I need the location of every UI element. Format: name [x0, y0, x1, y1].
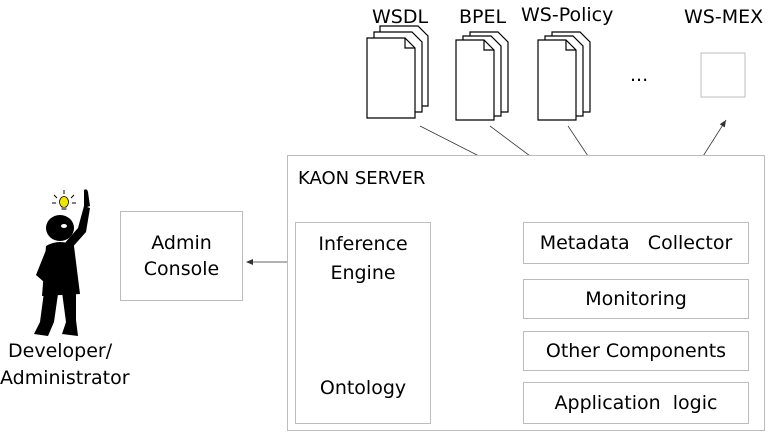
ws-mex-box: [700, 52, 746, 98]
ws-mex-label: WS-MEX: [684, 6, 764, 28]
bpel-label: BPEL: [459, 6, 507, 28]
inference-engine-label-line2: Engine: [330, 262, 396, 284]
ellipsis-label: ...: [630, 64, 649, 86]
developer-figure-icon: [34, 189, 90, 336]
monitoring-box: [523, 279, 749, 319]
administrator-label: Administrator: [0, 367, 130, 389]
metadata-collector-label: Metadata Collector: [539, 232, 733, 254]
wsdl-document-icon: [366, 25, 429, 119]
metadata-collector-box: [523, 222, 749, 264]
ontology-label: Ontology: [319, 377, 407, 399]
inference-engine-label-line1: Inference: [318, 233, 408, 255]
wsdl-label: WSDL: [372, 6, 429, 28]
admin-console-label-line2: Console: [143, 258, 220, 280]
developer-label: Developer/: [8, 340, 113, 362]
ws-policy-document-icon: [537, 31, 591, 121]
ws-policy-label: WS-Policy: [521, 4, 614, 26]
inference-engine-box: [295, 222, 431, 424]
admin-console-label-line1: Admin: [151, 232, 212, 254]
other-components-label: Other Components: [545, 340, 727, 362]
kaon-server-title: KAON SERVER: [298, 168, 426, 189]
light-bulb-icon: [52, 190, 76, 210]
admin-console-box: [120, 211, 243, 301]
monitoring-label: Monitoring: [585, 288, 687, 310]
bpel-document-icon: [455, 31, 509, 121]
other-components-box: [523, 331, 749, 371]
application-logic-box: [523, 382, 749, 424]
application-logic-label: Application logic: [554, 392, 718, 414]
